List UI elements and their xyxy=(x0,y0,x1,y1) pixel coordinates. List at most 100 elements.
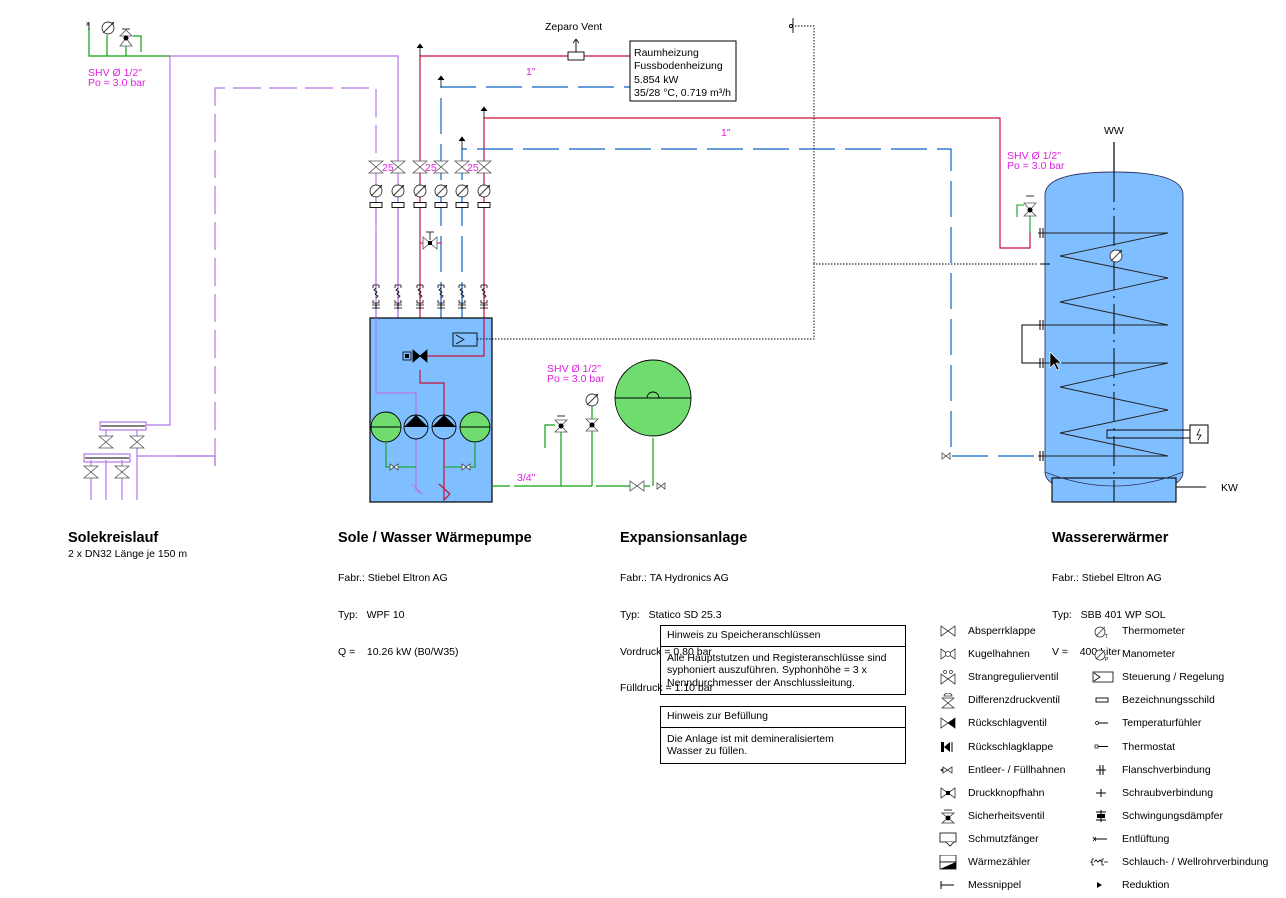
valve-dn-label: 25 xyxy=(425,162,437,174)
expansion-shv-label: SHV Ø 1/2" Po = 3.0 bar xyxy=(547,363,605,385)
kw-label: KW xyxy=(1221,482,1238,494)
tank-shv-size: SHV Ø 1/2" xyxy=(1007,150,1061,162)
outdoor-sensor xyxy=(789,18,794,33)
legend-label: Entlüftung xyxy=(1122,832,1170,845)
expansion-shv-size: SHV Ø 1/2" xyxy=(547,363,601,375)
expansion-line: Typ: Statico SD 25.3 xyxy=(620,609,722,621)
pipe-size-label: 3/4" xyxy=(517,472,536,484)
brine-shv-size: SHV Ø 1/2" xyxy=(88,67,142,79)
wassererwaermer-line: Fabr.: Stiebel Eltron AG xyxy=(1052,572,1162,585)
wassererwaermer-line: Typ: SBB 401 WP SOL xyxy=(1052,609,1166,621)
note-body: Alle Hauptstutzen und Registeranschlüsse… xyxy=(661,647,905,695)
waermepumpe-title: Sole / Wasser Wärmepumpe xyxy=(338,530,532,546)
expansion-title: Expansionsanlage xyxy=(620,530,748,546)
ww-label: WW xyxy=(1104,125,1124,137)
sicherheitsventil-icon xyxy=(936,809,966,824)
heating-subtype: Fussbodenheizung xyxy=(634,60,723,73)
schmutzfaenger-icon xyxy=(936,832,966,847)
rueckschlagklappe-icon xyxy=(936,740,966,754)
entleerhahn-icon xyxy=(936,763,966,777)
pump-valve-columns xyxy=(368,160,492,318)
legend-label: Sicherheitsventil xyxy=(968,809,1045,822)
wassererwaermer-line: V = 400 Liter xyxy=(1052,645,1121,658)
pipe-size-label: 1" xyxy=(721,127,731,139)
heating-return-pipe xyxy=(440,86,1038,457)
legend-label: Strangregulierventil xyxy=(968,671,1059,684)
waermezaehler-icon xyxy=(936,854,966,870)
expansion-details: Fabr.: TA Hydronics AG Typ: Statico SD 2… xyxy=(620,548,729,707)
valve-dn-label: 25 xyxy=(382,162,394,174)
wassererwaermer-title: Wassererwärmer xyxy=(1052,530,1169,546)
solekreislauf-line: 2 x DN32 Länge je 150 m xyxy=(68,548,188,560)
kugelhahn-icon xyxy=(936,647,966,661)
vent-arrows xyxy=(416,43,488,149)
entlueftung-icon xyxy=(1090,832,1120,846)
note-line: syphoniert auszuführen. Syphonhöhe = 3 x xyxy=(667,664,867,676)
legend-label: Reduktion xyxy=(1122,879,1170,892)
legend-label: Steuerung / Regelung xyxy=(1122,671,1225,684)
waermepumpe-line: Q = 10.26 kW (B0/W35) xyxy=(338,645,459,658)
control-signal-lines xyxy=(477,25,1038,340)
waermepumpe-line: Typ: WPF 10 xyxy=(338,609,405,621)
legend-label: Flanschverbindung xyxy=(1122,763,1211,776)
heating-temps-flow: 35/28 °C, 0.719 m³/h xyxy=(634,86,732,99)
manometer-icon: P xyxy=(1090,647,1120,663)
expansion-line: Vordruck = 0.80 bar xyxy=(620,645,712,658)
legend-label: Schwingungsdämpfer xyxy=(1122,809,1223,822)
thermostat-icon xyxy=(1090,740,1120,754)
wassererwaermer-details: Fabr.: Stiebel Eltron AG Typ: SBB 401 WP… xyxy=(1052,548,1166,670)
expansion-system xyxy=(492,359,692,492)
schlauchverbindung-icon xyxy=(1088,855,1120,869)
brine-circuit xyxy=(83,55,399,500)
legend-label: Absperrklappe xyxy=(968,625,1036,637)
heating-power: 5.854 kW xyxy=(634,73,679,86)
waermepumpe-details: Fabr.: Stiebel Eltron AG Typ: WPF 10 Q =… xyxy=(338,548,459,670)
druckknopfhahn-icon xyxy=(936,786,966,800)
brine-manifold-valves xyxy=(83,425,145,479)
legend-label: Thermometer xyxy=(1122,625,1186,637)
brine-shv-pressure: Po = 3.0 bar xyxy=(88,77,146,89)
legend-label: Schraubverbindung xyxy=(1122,786,1214,799)
tank-shv-label: SHV Ø 1/2" Po = 3.0 bar xyxy=(1007,150,1065,172)
note-storage-connections: Hinweis zu Speicheranschlüssen Alle Haup… xyxy=(660,625,906,695)
heat-pump-unit xyxy=(369,317,493,503)
brine-shv-label: SHV Ø 1/2" Po = 3.0 bar xyxy=(88,67,146,89)
valve-dn-label: 25 xyxy=(467,162,479,174)
legend-label: Messnippel xyxy=(968,879,1022,892)
brine-safety-group: x xyxy=(86,21,170,57)
legend-label: Entleer- / Füllhahnen xyxy=(968,763,1066,776)
solekreislauf-details: 2 x DN32 Länge je 150 m xyxy=(68,548,187,560)
solekreislauf-title: Solekreislauf xyxy=(68,530,159,546)
note-filling: Hinweis zur Befüllung Die Anlage ist mit… xyxy=(660,706,906,764)
schraubverbindung-icon xyxy=(1090,786,1120,800)
expansion-line: Fülldruck = 1.10 bar xyxy=(620,682,714,695)
svg-text:x: x xyxy=(86,21,90,28)
legend-label: Manometer xyxy=(1122,648,1176,661)
note-header: Hinweis zur Befüllung xyxy=(661,707,905,728)
strangregulierventil-icon xyxy=(936,670,966,685)
differenzdruckventil-icon xyxy=(936,692,966,709)
steuerung-icon xyxy=(1090,670,1120,684)
expansion-line: Fabr.: TA Hydronics AG xyxy=(620,572,729,585)
heating-type: Raumheizung xyxy=(634,47,699,59)
water-heater-tank xyxy=(941,142,1209,503)
note-header: Hinweis zu Speicheranschlüssen xyxy=(661,626,905,647)
legend-label: Rückschlagklappe xyxy=(968,740,1054,753)
note-line: Nenndurchmesser der Anschlussleitung. xyxy=(667,676,855,689)
tank-shv-pressure: Po = 3.0 bar xyxy=(1007,160,1065,172)
note-body: Die Anlage ist mit demineralisiertem Was… xyxy=(661,728,905,763)
legend-label: Kugelhahnen xyxy=(968,648,1030,661)
absperrklappe-icon xyxy=(936,624,966,638)
note-line: Die Anlage ist mit demineralisiertem xyxy=(667,732,834,745)
reduktion-icon xyxy=(1090,878,1120,892)
schwingungsdaempfer-icon xyxy=(1090,809,1120,823)
legend-label: Wärmezähler xyxy=(968,856,1031,868)
expansion-shv-pressure: Po = 3.0 bar xyxy=(547,373,605,385)
legend-label: Bezeichnungsschild xyxy=(1122,694,1215,707)
legend-label: Schmutzfänger xyxy=(968,832,1039,845)
temperaturfuehler-icon xyxy=(1090,716,1120,730)
note-line: Wasser zu füllen. xyxy=(667,745,748,757)
waermepumpe-line: Fabr.: Stiebel Eltron AG xyxy=(338,572,448,585)
svg-text:P: P xyxy=(1105,657,1109,663)
